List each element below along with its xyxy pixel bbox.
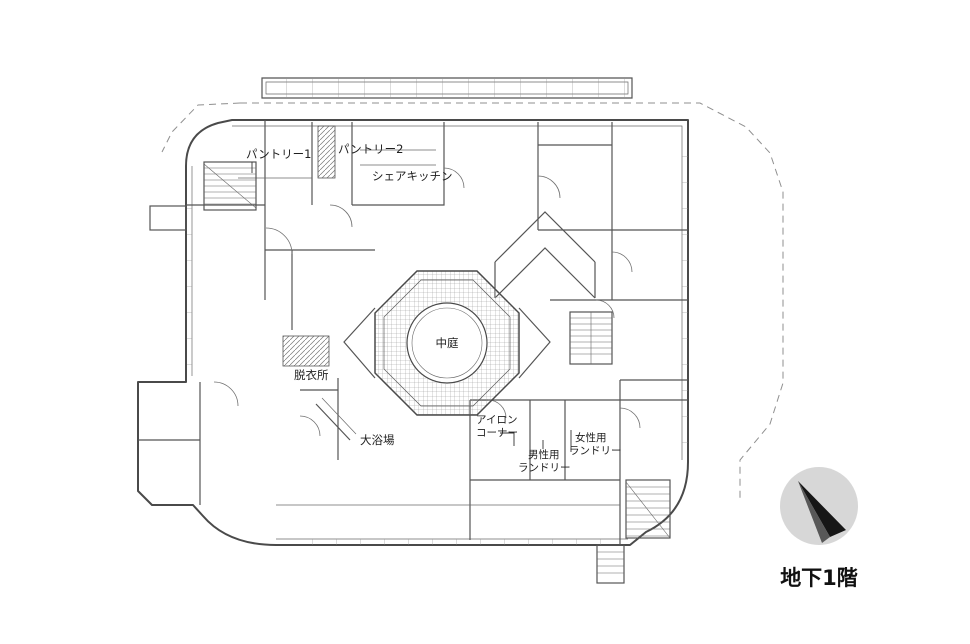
label-iron-corner-line1: アイロン: [476, 414, 517, 426]
pantry2-shelf-hatch: [317, 125, 336, 179]
label-large-bath: 大浴場: [360, 433, 395, 447]
left-bay: [149, 205, 187, 231]
label-pantry2: パントリー2: [338, 142, 403, 156]
label-mens-laundry-line2: ランドリー: [518, 462, 571, 474]
floor-title: 地下1階: [780, 566, 858, 590]
stairs-top-left: [203, 161, 257, 211]
label-mens-laundry-line1: 男性用: [528, 448, 560, 461]
top-parapet: [261, 77, 633, 99]
interior-walls: [138, 120, 688, 545]
courtyard-inner-octagon: [383, 279, 511, 407]
dressing-room-hatch: [282, 335, 330, 367]
stair-treads: [570, 312, 612, 364]
label-pantry1: パントリー1: [246, 147, 311, 161]
label-womens-laundry-line2: ランドリー: [569, 445, 622, 457]
room-labels: パントリー1 パントリー2 シェアキッチン 中庭 脱衣所 大浴場 アイロン コー…: [246, 142, 622, 474]
top-window-band: [266, 79, 628, 97]
door-arcs: [213, 167, 641, 437]
exterior-stair-stub: [596, 544, 625, 584]
stairs-right: [569, 311, 613, 365]
label-iron-corner-line2: コーナー: [476, 427, 518, 439]
stairs-bottom-right: [625, 479, 671, 539]
label-courtyard: 中庭: [436, 336, 459, 350]
courtyard-circle-inner: [411, 307, 483, 379]
label-share-kitchen: シェアキッチン: [372, 169, 453, 183]
left-window-band: [187, 200, 192, 370]
courtyard-circle-fill: [406, 302, 488, 384]
dashed-boundary: [161, 102, 784, 500]
label-dressing-room: 脱衣所: [294, 368, 329, 382]
stair-treads: [203, 163, 257, 209]
bottom-window-band: [300, 539, 610, 545]
stair-treads: [625, 481, 671, 539]
north-needle-mid: [798, 481, 830, 543]
north-needle-dark: [798, 481, 846, 537]
label-womens-laundry-line1: 女性用: [575, 431, 607, 444]
courtyard-octagon: [374, 270, 520, 416]
compass: [780, 467, 858, 545]
label-leaders: [251, 162, 572, 452]
outer-wall: [137, 119, 689, 546]
courtyard-circle: [406, 302, 488, 384]
